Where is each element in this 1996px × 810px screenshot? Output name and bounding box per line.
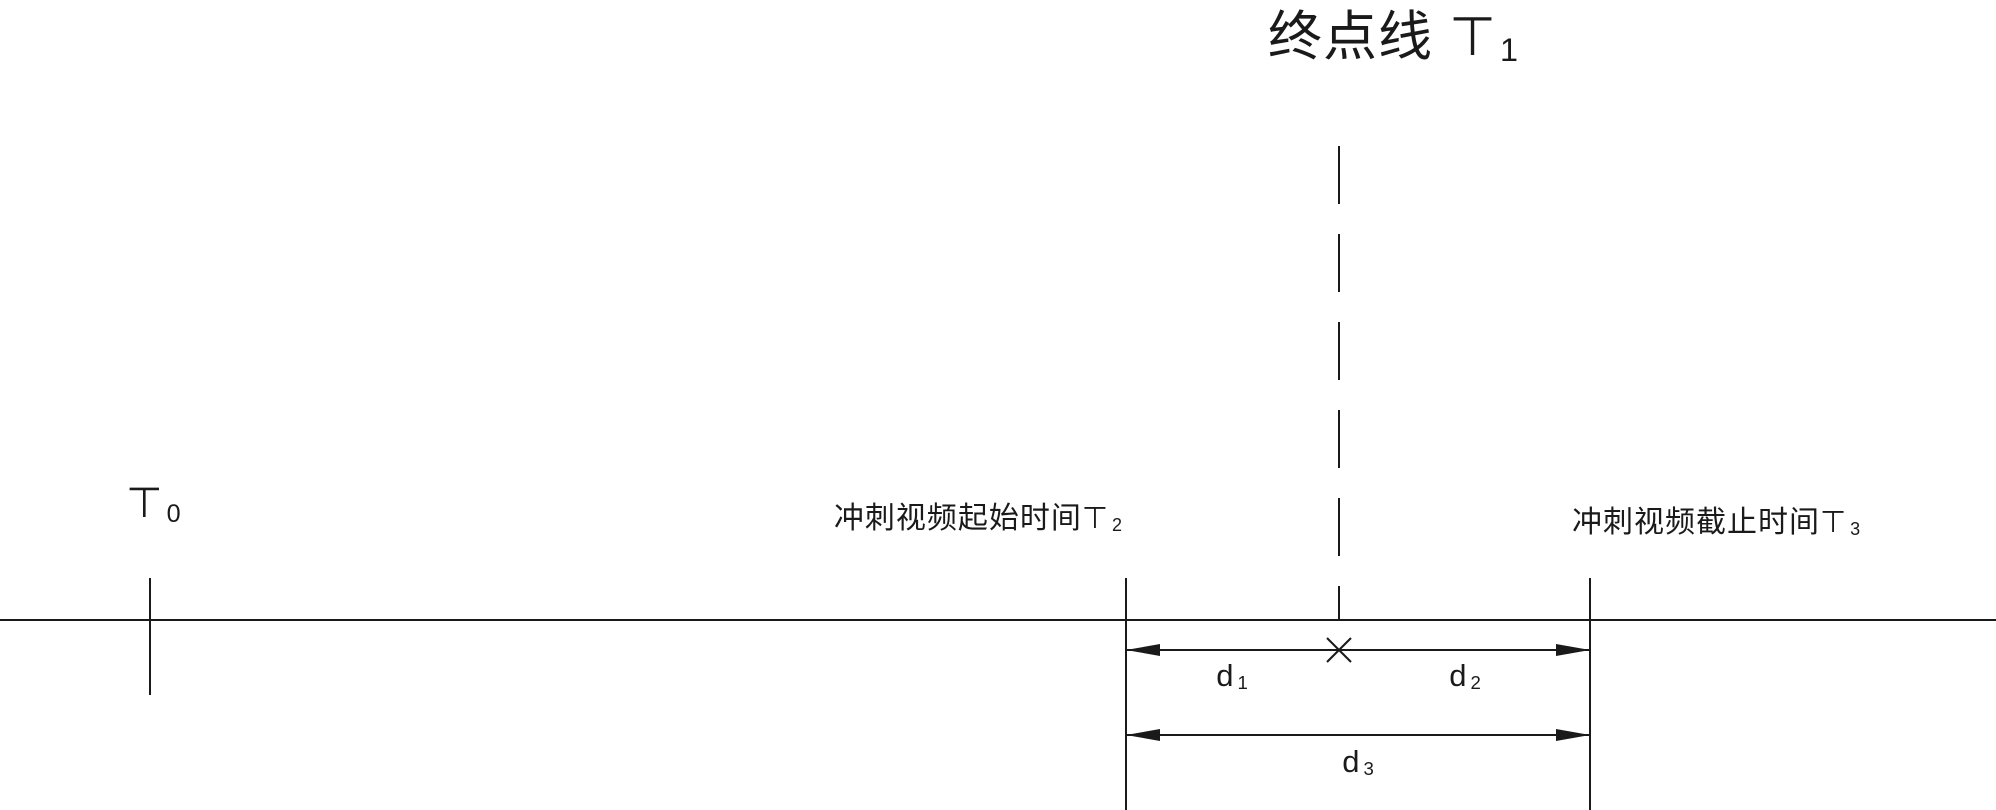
t0-label-subscript: 0: [166, 499, 181, 528]
t0-label: ⊤0: [126, 482, 181, 527]
sprint-video-end-time-label: 冲刺视频截止时间⊤3: [1572, 506, 1861, 540]
finish-line-title: 终点线 ⊤1: [1268, 10, 1518, 66]
t3-label-subscript: 3: [1850, 519, 1861, 540]
d2-label-subscript: 2: [1470, 672, 1481, 694]
d1-label-text: d: [1216, 658, 1235, 693]
d1-label-subscript: 1: [1237, 672, 1248, 694]
center-cross-icon: [1326, 637, 1352, 663]
t3-label-text: 冲刺视频截止时间⊤: [1572, 506, 1848, 539]
d1-left-arrowhead-icon: [1126, 644, 1160, 656]
t0-label-text: ⊤: [126, 479, 164, 526]
d3-right-arrowhead-icon: [1556, 729, 1590, 741]
d3-label-text: d: [1342, 744, 1361, 779]
d3-left-arrowhead-icon: [1126, 729, 1160, 741]
sprint-video-start-time-label: 冲刺视频起始时间⊤2: [833, 502, 1122, 536]
d2-right-arrowhead-icon: [1556, 644, 1590, 656]
d3-label-subscript: 3: [1363, 758, 1374, 780]
finish-line-title-text: 终点线 ⊤: [1268, 7, 1498, 67]
d2-label-text: d: [1449, 658, 1468, 693]
t2-label-text: 冲刺视频起始时间⊤: [833, 502, 1109, 535]
t2-label-subscript: 2: [1111, 515, 1122, 536]
finish-line-title-subscript: 1: [1500, 31, 1519, 68]
